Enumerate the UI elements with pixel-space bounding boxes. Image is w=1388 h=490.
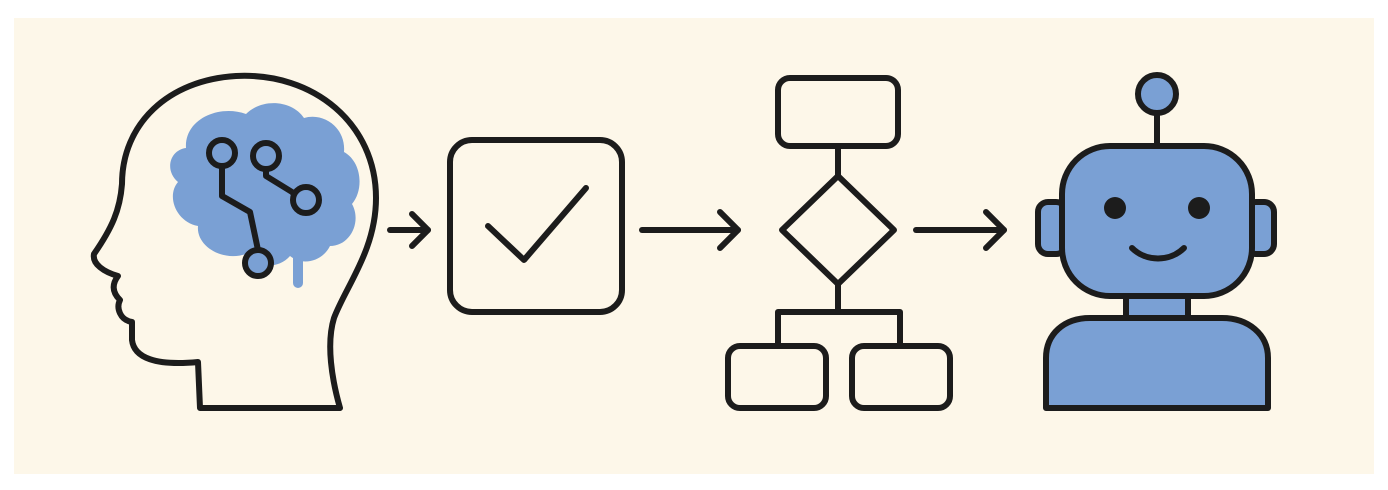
arrow-right-icon [913,209,1007,251]
robot-icon [1035,72,1277,411]
decision-flowchart-icon [725,75,953,411]
robot-antenna-ball [1135,72,1179,116]
flowchart-start-box [775,75,901,149]
robot-eye-right [1188,197,1210,219]
arrow-right-icon [639,209,741,251]
circuit-node [250,140,282,172]
circuit-node [242,247,274,279]
robot-head [1059,143,1255,299]
checkbox-frame [447,137,625,315]
robot-eye-left [1104,197,1126,219]
head-with-brain-circuit-icon [90,72,379,411]
flowchart-branch-box-left [725,343,829,411]
head-outline [90,72,379,411]
flowchart-branch-box-right [849,343,953,411]
circuit-node [206,137,238,169]
arrow-right-icon [387,211,431,249]
check-mark [485,185,589,263]
robot-body [1043,315,1271,411]
robot-smile [1129,245,1187,262]
circuit-node [290,184,322,216]
checkbox-checked-icon [447,137,625,315]
brain-drip [293,236,303,288]
